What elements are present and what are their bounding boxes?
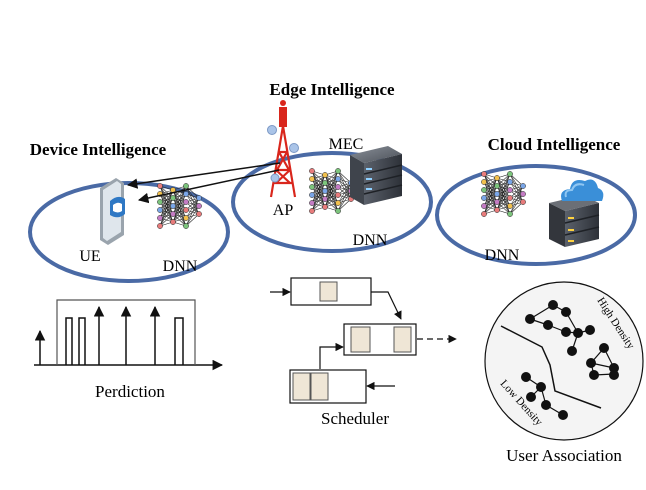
edge-intelligence-title: Edge Intelligence	[269, 80, 395, 99]
neuron-node	[170, 219, 176, 225]
neuron-node	[309, 176, 315, 182]
neuron-node	[157, 207, 163, 213]
tower-to-phone-arrow-1	[126, 162, 281, 189]
neural-network-icon-cloud	[481, 171, 526, 217]
neuron-node	[183, 191, 189, 197]
neuron-node	[481, 171, 487, 177]
neuron-node	[196, 211, 202, 217]
prediction-label: Perdiction	[95, 382, 165, 401]
neuron-node	[494, 207, 500, 213]
neuron-node	[481, 179, 487, 185]
neuron-node	[322, 204, 328, 210]
neuron-node	[309, 200, 315, 206]
neuron-node	[196, 195, 202, 201]
neuron-node	[507, 179, 513, 185]
mec-server-icon	[350, 146, 403, 205]
neuron-node	[322, 188, 328, 194]
neuron-node	[494, 191, 500, 197]
neuron-node	[507, 203, 513, 209]
scheduler-diagram	[270, 277, 457, 404]
mec-label: MEC	[329, 136, 364, 153]
neuron-node	[507, 195, 513, 201]
neuron-node	[157, 215, 163, 221]
neuron-node	[507, 211, 513, 217]
neuron-node	[183, 207, 189, 213]
neuron-node	[335, 184, 341, 190]
neuron-node	[520, 183, 526, 189]
neuron-node	[309, 168, 315, 174]
tower-to-phone-arrow-2	[137, 169, 280, 204]
neuron-node	[481, 203, 487, 209]
ap-label: AP	[273, 202, 294, 219]
neuron-node	[183, 183, 189, 189]
edge-ellipse	[231, 151, 433, 253]
prediction-plot	[34, 299, 224, 371]
neuron-node	[170, 203, 176, 209]
neuron-node	[183, 223, 189, 229]
neuron-node	[309, 192, 315, 198]
neural-network-icon-edge	[309, 168, 354, 214]
neuron-node	[322, 172, 328, 178]
neuron-node	[507, 187, 513, 193]
neuron-node	[170, 195, 176, 201]
neuron-node	[309, 184, 315, 190]
device-dnn-label: DNN	[163, 258, 198, 275]
neuron-node	[183, 215, 189, 221]
device-intelligence-title: Device Intelligence	[30, 140, 167, 159]
phone-icon	[100, 178, 125, 245]
neuron-node	[507, 171, 513, 177]
ue-label: UE	[79, 248, 100, 265]
neuron-node	[335, 192, 341, 198]
cloud-icon	[561, 179, 604, 201]
neuron-node	[196, 203, 202, 209]
neuron-node	[494, 183, 500, 189]
cloud-intelligence-title: Cloud Intelligence	[488, 135, 621, 154]
cloud-server-icon	[549, 195, 600, 247]
neuron-node	[494, 175, 500, 181]
neuron-node	[157, 223, 163, 229]
neural-network-icon-device	[157, 183, 202, 229]
user-association-label: User Association	[506, 446, 622, 465]
neuron-node	[170, 211, 176, 217]
neuron-node	[322, 180, 328, 186]
neuron-node	[183, 199, 189, 205]
cloud-ellipse	[435, 164, 637, 266]
neuron-node	[322, 196, 328, 202]
neuron-node	[335, 176, 341, 182]
neuron-node	[481, 211, 487, 217]
neuron-node	[481, 187, 487, 193]
scheduler-label: Scheduler	[321, 409, 389, 428]
neuron-node	[157, 199, 163, 205]
neuron-node	[335, 168, 341, 174]
neuron-node	[335, 208, 341, 214]
edge-dnn-label: DNN	[353, 232, 388, 249]
neuron-node	[520, 191, 526, 197]
cloud-dnn-label: DNN	[485, 247, 520, 264]
neuron-node	[520, 199, 526, 205]
neuron-node	[494, 199, 500, 205]
user-association-diagram	[484, 281, 644, 441]
neuron-node	[335, 200, 341, 206]
neuron-node	[157, 183, 163, 189]
antenna-tower-icon	[267, 100, 299, 198]
neuron-node	[309, 208, 315, 214]
neuron-node	[481, 195, 487, 201]
